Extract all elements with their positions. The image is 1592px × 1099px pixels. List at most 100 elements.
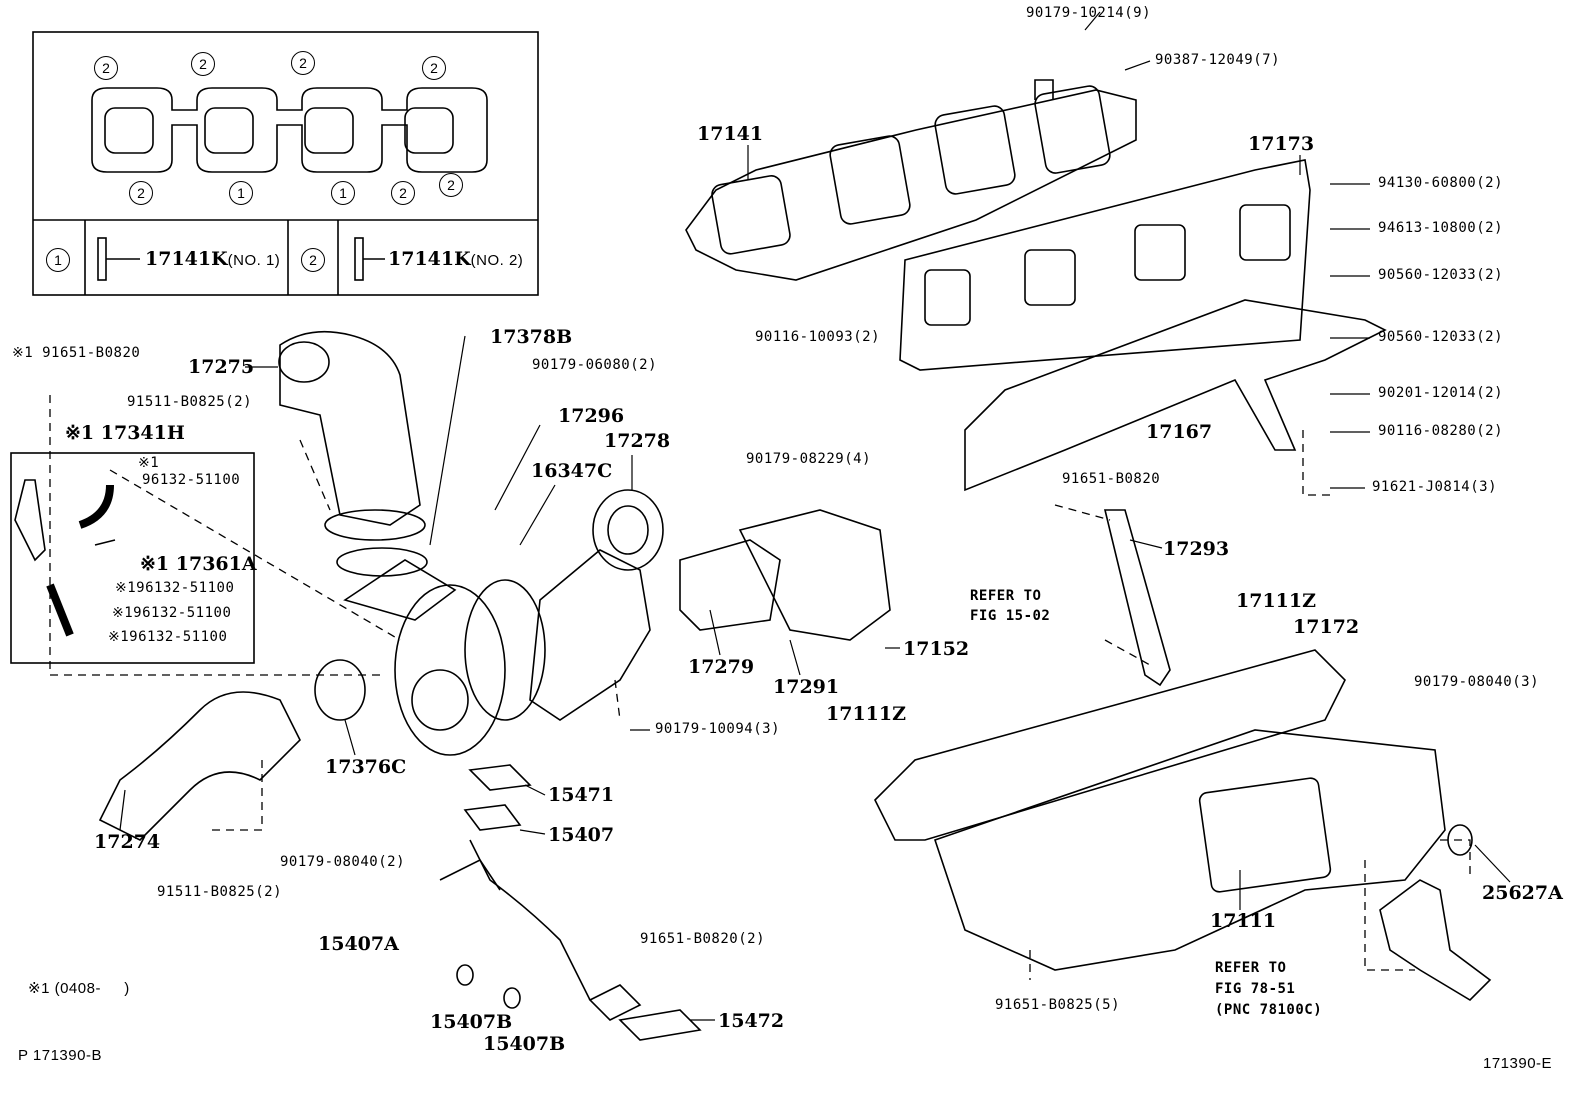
part-label[interactable]: 16347C bbox=[531, 460, 613, 482]
row1-marker: 1 bbox=[46, 248, 70, 272]
part-label[interactable]: 96132-51100 bbox=[142, 472, 241, 488]
part-label[interactable]: 94613-10800(2) bbox=[1378, 220, 1504, 236]
refer-label: REFER TO bbox=[970, 588, 1042, 604]
part-label[interactable]: 91651-B0820(2) bbox=[640, 931, 766, 947]
part-label[interactable]: 91511-B0825(2) bbox=[157, 884, 283, 900]
figure-id: P 171390-B bbox=[18, 1047, 102, 1064]
marker-top-2: 2 bbox=[191, 52, 215, 76]
part-label[interactable]: 25627A bbox=[1482, 882, 1563, 904]
part-label[interactable]: 17152 bbox=[903, 638, 970, 660]
elbow-17291 bbox=[738, 509, 891, 641]
footnote: ※1 (0408- ) bbox=[28, 980, 130, 997]
part-label[interactable]: 90116-10093(2) bbox=[755, 329, 881, 345]
row2-part[interactable]: 17141K(NO. 2) bbox=[388, 248, 524, 270]
elbow-opening bbox=[278, 341, 330, 383]
gasket-15472 bbox=[618, 1009, 702, 1041]
refer-fig-link[interactable]: FIG 15-02 bbox=[970, 608, 1051, 624]
part-label[interactable]: 90179-08040(2) bbox=[280, 854, 406, 870]
part-label[interactable]: 17274 bbox=[94, 831, 161, 853]
part-label[interactable]: 17293 bbox=[1163, 538, 1230, 560]
note-mark: ※1 bbox=[138, 455, 160, 471]
part-label[interactable]: 15472 bbox=[718, 1010, 785, 1032]
part-label[interactable]: 90179-08040(3) bbox=[1414, 674, 1540, 690]
part-label[interactable]: ※1 91651-B0820 bbox=[12, 345, 141, 361]
part-label[interactable]: 91651-B0820 bbox=[1062, 471, 1161, 487]
marker-top-3: 2 bbox=[291, 51, 315, 75]
gasket-15471 bbox=[468, 764, 532, 791]
part-label[interactable]: 15471 bbox=[548, 784, 615, 806]
part-label[interactable]: ※196132-51100 bbox=[108, 629, 228, 645]
part-label[interactable]: 17275 bbox=[188, 356, 255, 378]
marker-bottom-1: 2 bbox=[129, 181, 153, 205]
marker-top-4: 2 bbox=[422, 56, 446, 80]
part-label[interactable]: 17111Z bbox=[1236, 590, 1316, 612]
part-label[interactable]: 15407B bbox=[430, 1011, 513, 1033]
part-label[interactable]: 91511-B0825(2) bbox=[127, 394, 253, 410]
part-label[interactable]: 90179-10094(3) bbox=[655, 721, 781, 737]
legend-box-frame bbox=[32, 31, 539, 296]
exhaust-manifold-drawing bbox=[685, 79, 1137, 281]
part-label[interactable]: 90179-10214(9) bbox=[1026, 5, 1152, 21]
stay-drawing bbox=[1103, 509, 1171, 687]
part-label[interactable]: 17376C bbox=[325, 756, 407, 778]
outlet-elbow-drawing bbox=[279, 330, 421, 526]
part-label[interactable]: 90560-12033(2) bbox=[1378, 329, 1504, 345]
part-label[interactable]: ※1 17361A bbox=[140, 553, 257, 575]
refer-fig-link[interactable]: FIG 78-51 bbox=[1215, 981, 1296, 997]
marker-top-1: 2 bbox=[94, 56, 118, 80]
gasket-17376c bbox=[314, 659, 366, 721]
part-label[interactable]: ※196132-51100 bbox=[115, 580, 235, 596]
part-label[interactable]: 17111 bbox=[1210, 910, 1277, 932]
part-label[interactable]: 17279 bbox=[688, 656, 755, 678]
manifold-gasket-drawing bbox=[899, 159, 1311, 371]
part-label[interactable]: 17173 bbox=[1248, 133, 1315, 155]
part-label[interactable]: 91621-J0814(3) bbox=[1372, 479, 1498, 495]
part-label[interactable]: 17172 bbox=[1293, 616, 1360, 638]
part-label[interactable]: 15407B bbox=[483, 1033, 566, 1055]
intake-elbow-drawing bbox=[98, 691, 301, 841]
part-label[interactable]: 90201-12014(2) bbox=[1378, 385, 1504, 401]
heat-shield-drawing bbox=[964, 299, 1387, 492]
stud-no1 bbox=[97, 237, 107, 281]
part-label[interactable]: 90560-12033(2) bbox=[1378, 267, 1504, 283]
part-label[interactable]: 90179-06080(2) bbox=[532, 357, 658, 373]
vsv-bracket-drawing bbox=[1379, 879, 1492, 1002]
gasket-set-drawing bbox=[91, 87, 488, 173]
refer-pnc: (PNC 78100C) bbox=[1215, 1002, 1323, 1018]
turbocharger-drawing bbox=[343, 549, 651, 756]
part-label[interactable]: 17141 bbox=[697, 123, 764, 145]
part-label[interactable]: 15407 bbox=[548, 824, 615, 846]
marker-bottom-3: 1 bbox=[331, 181, 355, 205]
marker-bottom-5: 2 bbox=[439, 173, 463, 197]
part-label[interactable]: 94130-60800(2) bbox=[1378, 175, 1504, 191]
ring-17278 bbox=[592, 489, 664, 571]
part-label[interactable]: 15407A bbox=[318, 933, 399, 955]
part-label[interactable]: 17296 bbox=[558, 405, 625, 427]
part-label[interactable]: ※1 17341H bbox=[65, 422, 185, 444]
part-label[interactable]: 90387-12049(7) bbox=[1155, 52, 1281, 68]
part-label[interactable]: 91651-B0825(5) bbox=[995, 997, 1121, 1013]
hose-inset-frame bbox=[10, 452, 255, 664]
row2-marker: 2 bbox=[301, 248, 325, 272]
part-label[interactable]: 90116-08280(2) bbox=[1378, 423, 1504, 439]
row1-part[interactable]: 17141K(NO. 1) bbox=[145, 248, 281, 270]
leader-lines bbox=[119, 11, 1511, 1021]
stud-no2 bbox=[354, 237, 364, 281]
marker-bottom-4: 2 bbox=[391, 181, 415, 205]
gasket-15407 bbox=[463, 804, 522, 831]
part-label[interactable]: ※196132-51100 bbox=[112, 605, 232, 621]
oil-pipe-drawing bbox=[469, 839, 591, 1001]
leader-lines-dashed bbox=[49, 395, 1471, 980]
part-label[interactable]: 17278 bbox=[604, 430, 671, 452]
part-label[interactable]: 17111Z bbox=[826, 703, 906, 725]
part-label[interactable]: 90179-08229(4) bbox=[746, 451, 872, 467]
part-label[interactable]: 17291 bbox=[773, 676, 840, 698]
refer-label: REFER TO bbox=[1215, 960, 1287, 976]
part-label[interactable]: 17167 bbox=[1146, 421, 1213, 443]
marker-bottom-2: 1 bbox=[229, 181, 253, 205]
gasket-17279 bbox=[679, 539, 781, 631]
part-label[interactable]: 17378B bbox=[490, 326, 573, 348]
figure-id: 171390-E bbox=[1483, 1055, 1553, 1072]
